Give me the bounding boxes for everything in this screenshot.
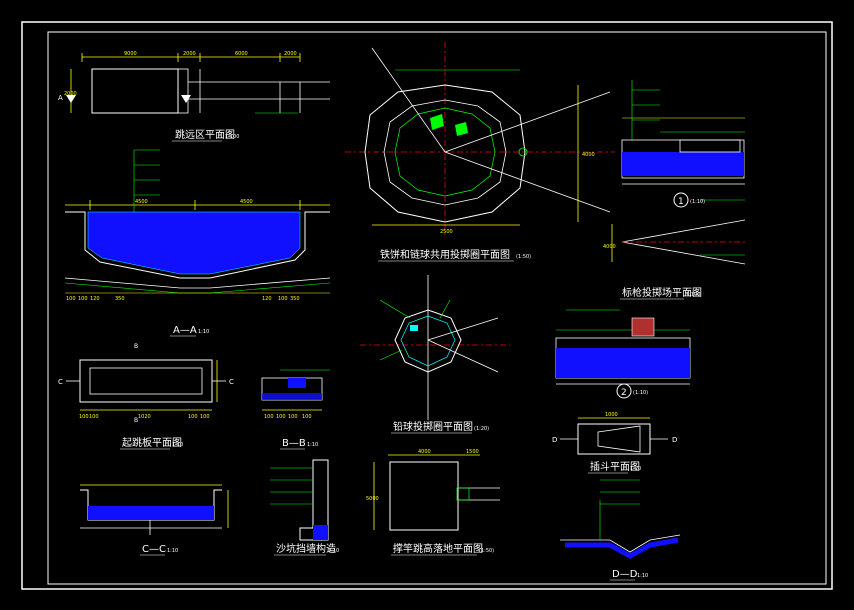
scale-detail1: (1:10) [690,199,705,205]
scale-bb: 1:10 [307,442,318,448]
dim-bb-3: 1020 [138,414,151,420]
scale-aa: 1:10 [198,329,209,335]
title-cc: C—C [142,544,166,555]
circle-big-drawing [345,42,615,235]
dim-bb-2: 100 [89,414,99,420]
detail-marker-1-label: 1 [678,197,684,207]
dim-aa-b1: 100 [66,296,76,302]
dim-bbs-2: 100 [276,414,286,420]
dim-top-4: 2000 [284,51,297,57]
dim-aa-b3: 120 [90,296,100,302]
title-bb: B—B [282,438,306,449]
dim-bb-1: 100 [79,414,89,420]
dim-circle-w: 2500 [440,229,453,235]
title-circle-small: 铅球投掷圈平面图 [393,420,473,433]
marker-c-left: C [58,378,63,386]
dim-aa-b6: 100 [278,296,288,302]
title-dd: D—D [612,569,638,580]
scale-javelin: 1:100 [686,292,700,298]
dim-javelin-h: 4000 [603,244,616,250]
marker-b-top: B [134,343,138,350]
title-plan-top: 跳远区平面图 [175,128,235,141]
title-aa: A—A [173,325,197,336]
scale-detail2: (1:10) [633,390,648,396]
marker-b-bottom: B [134,417,138,424]
dim-top-h: 2000 [64,91,77,97]
detail2-drawing [555,309,691,385]
marker-a: A [58,94,63,102]
title-circle-big: 铁饼和链球共用投掷圈平面图 [380,248,510,261]
javelin-drawing [611,199,746,265]
plug-drawing [560,417,668,455]
dim-aa-b4: 350 [115,296,125,302]
plan-top-drawing [66,53,330,114]
dd-section-drawing [560,479,681,559]
inner-frame [47,31,827,585]
title-sand: 沙坑挡墙构造 [276,542,336,555]
cc-section-drawing [80,484,229,535]
dim-top-2: 2000 [183,51,196,57]
dim-plug-w: 1000 [605,412,618,418]
detail1-drawing [621,80,745,185]
bb-section-drawing [261,369,330,411]
dim-landing-1: 4000 [418,449,431,455]
title-plug: 插斗平面图 [590,460,640,473]
dim-bbs-4: 100 [302,414,312,420]
scale-dd: 1:10 [637,573,648,579]
outer-frame [21,21,833,590]
dim-aa-1: 4500 [135,199,148,205]
scale-circle-small: (1:20) [474,426,489,432]
scale-bb-plan: 1:10 [172,442,183,448]
scale-plan-top: 1:100 [225,134,239,140]
marker-c-right: C [229,378,234,386]
scale-landing: (1:50) [479,548,494,554]
scale-sand: 1:10 [328,548,339,554]
scale-cc: 1:10 [167,548,178,554]
title-bb-plan: 起跳板平面图 [122,436,182,449]
section-aa-drawing [64,149,331,294]
detail-marker-2-label: 2 [621,388,627,398]
detail-marker-2 [616,383,632,399]
marker-d-right: D [672,436,677,444]
dim-aa-2: 4500 [240,199,253,205]
dim-bb-5: 100 [200,414,210,420]
dim-circle-h: 4000 [582,152,595,158]
dim-aa-b2: 100 [78,296,88,302]
dim-top-3: 6000 [235,51,248,57]
dim-bbs-3: 100 [288,414,298,420]
dim-landing-h: 5000 [366,496,379,502]
marker-d-left: D [552,436,557,444]
circle-small-drawing [360,275,510,420]
scale-circle-big: (1:50) [516,254,531,260]
scale-plug: 1:20 [630,466,641,472]
dim-top-1: 9000 [124,51,137,57]
detail-marker-1 [673,192,689,208]
dim-aa-b7: 350 [290,296,300,302]
bb-plan-drawing [66,359,226,411]
dim-aa-b5: 120 [262,296,272,302]
dim-bb-4: 100 [188,414,198,420]
sand-wall-drawing [270,459,329,541]
dim-landing-2: 1500 [466,449,479,455]
title-javelin: 标枪投掷场平面图 [622,286,702,299]
dim-bbs-1: 100 [264,414,274,420]
landing-drawing [373,454,500,531]
title-landing: 撑竿跳高落地平面图 [393,542,483,555]
